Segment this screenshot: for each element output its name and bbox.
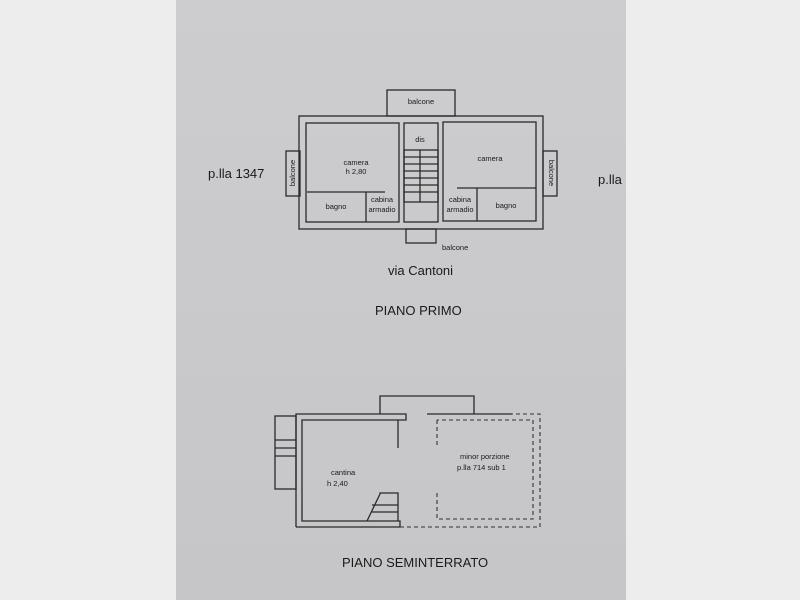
label-camera-left: camera [343, 158, 369, 167]
label-cabina-left: cabina [371, 195, 394, 204]
label-cantina-height: h 2,40 [327, 479, 348, 488]
label-balcone-top: balcone [408, 97, 434, 106]
floor-plan-sheet [176, 0, 626, 600]
first-floor-title: PIANO PRIMO [375, 303, 462, 318]
label-cantina: cantina [331, 468, 356, 477]
label-parcel-714: p.lla 714 sub 1 [457, 463, 506, 472]
basement-title: PIANO SEMINTERRATO [342, 555, 488, 570]
basement-stairs [275, 439, 399, 522]
label-armadio-right: armadio [446, 205, 473, 214]
label-bagno-left: bagno [326, 202, 347, 211]
basement-plan: cantina h 2,40 minor porzione p.lla 714 … [274, 395, 541, 570]
parcel-left-label: p.lla 1347 [208, 166, 264, 181]
parcel-right-label: p.lla [598, 172, 623, 187]
label-cabina-right: cabina [449, 195, 472, 204]
label-minor-porzione: minor porzione [460, 452, 510, 461]
label-camera-left-height: h 2,80 [346, 167, 367, 176]
label-armadio-left: armadio [368, 205, 395, 214]
first-floor-plan: balcone dis camera h 2,80 camera bagno b… [208, 89, 623, 318]
label-bagno-right: bagno [496, 201, 517, 210]
staircase [403, 149, 439, 203]
label-camera-right: camera [477, 154, 503, 163]
label-balcone-left: balcone [288, 160, 297, 186]
label-dis: dis [415, 135, 425, 144]
label-balcone-right: balcone [547, 160, 556, 186]
label-balcone-bottom: balcone [442, 243, 468, 252]
street-label: via Cantoni [388, 263, 453, 278]
